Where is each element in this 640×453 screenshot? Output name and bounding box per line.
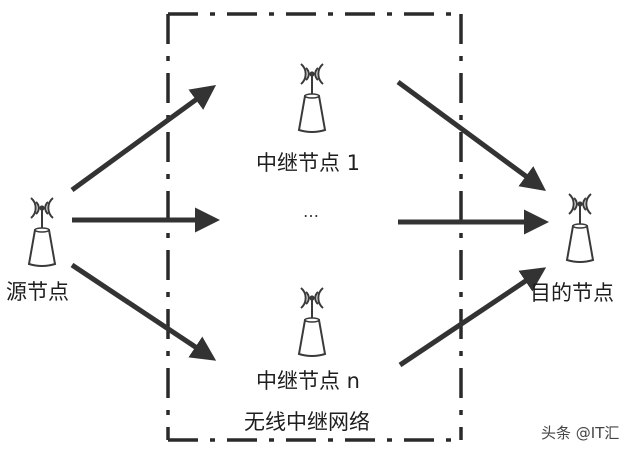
arrow-relay-1-to-destination bbox=[396, 79, 547, 191]
watermark: 头条 @IT汇 bbox=[541, 424, 620, 442]
relay-1-antenna-icon bbox=[298, 63, 326, 133]
source-antenna-icon bbox=[28, 197, 56, 267]
destination-node-label: 目的节点 bbox=[530, 281, 614, 305]
relay-1-label: 中继节点 1 bbox=[256, 151, 361, 175]
network-boundary bbox=[166, 12, 463, 442]
destination-antenna-icon bbox=[566, 193, 594, 263]
arrow-source-to-relay-1 bbox=[70, 85, 217, 193]
relay-n-label: 中继节点 n bbox=[256, 369, 360, 393]
arrow-source-to-relay-n bbox=[70, 262, 217, 361]
arrow-relay-n-to-destination bbox=[398, 267, 547, 368]
relay-n-antenna-icon bbox=[298, 287, 326, 357]
source-node-label: 源节点 bbox=[6, 280, 69, 304]
relay-ellipsis: … bbox=[303, 202, 319, 221]
network-label: 无线中继网络 bbox=[244, 410, 370, 434]
